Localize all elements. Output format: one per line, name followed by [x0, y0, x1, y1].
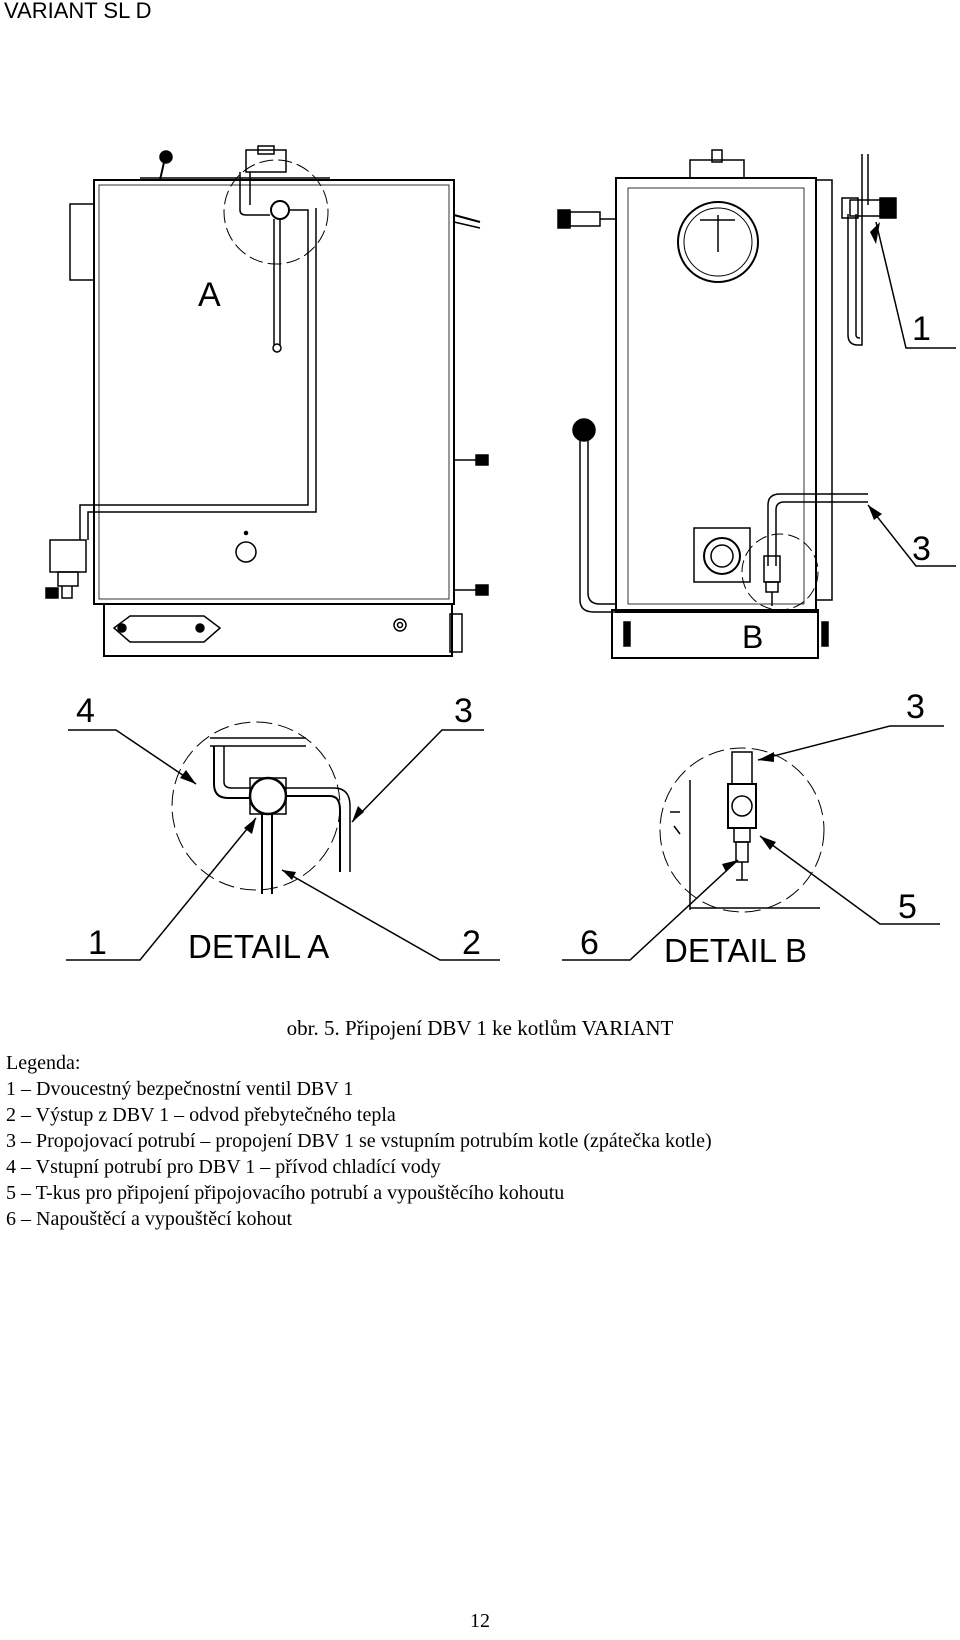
callout-detail-a-4: 4	[76, 692, 95, 730]
legend-item-3: 3 – Propojovací potrubí – propojení DBV …	[6, 1130, 712, 1152]
detail-a	[171, 721, 351, 894]
page-number: 12	[470, 1610, 490, 1632]
legend-heading: Legenda:	[6, 1052, 81, 1074]
callout-detail-a-2: 2	[462, 924, 481, 962]
legend-item-6: 6 – Napouštěcí a vypouštěcí kohout	[6, 1208, 293, 1230]
detail-b-title: DETAIL B	[664, 932, 807, 969]
callout-detail-b-6: 6	[580, 924, 599, 962]
boiler-rear-view	[557, 149, 897, 659]
page-header-title: VARIANT SL D	[4, 0, 152, 23]
callout-detail-a-1: 1	[88, 924, 107, 962]
figure-caption: obr. 5. Připojení DBV 1 ke kotlům VARIAN…	[286, 1016, 674, 1040]
boiler-connection-drawing: A	[45, 145, 956, 969]
view-label-b: B	[742, 619, 763, 655]
callout-detail-b-5: 5	[898, 888, 917, 926]
detail-b	[659, 747, 825, 913]
legend-item-5: 5 – T-kus pro připojení připojovacího po…	[6, 1182, 565, 1204]
callout-detail-a-3: 3	[454, 692, 473, 730]
legend-item-4: 4 – Vstupní potrubí pro DBV 1 – přívod c…	[6, 1156, 441, 1178]
callout-top-3: 3	[912, 530, 931, 568]
view-label-a: A	[198, 276, 221, 314]
legend-item-1: 1 – Dvoucestný bezpečnostní ventil DBV 1	[6, 1078, 354, 1100]
detail-b-leaders	[562, 725, 944, 961]
detail-a-title: DETAIL A	[188, 928, 329, 965]
detail-a-leaders	[66, 729, 500, 961]
legend-item-2: 2 – Výstup z DBV 1 – odvod přebytečného …	[6, 1104, 396, 1126]
legend: Legenda: 1 – Dvoucestný bezpečnostní ven…	[6, 1050, 712, 1232]
callout-top-1: 1	[912, 310, 931, 348]
leader-lines-top	[867, 221, 956, 567]
callout-detail-b-3: 3	[906, 688, 925, 726]
boiler-side-view	[45, 145, 489, 657]
